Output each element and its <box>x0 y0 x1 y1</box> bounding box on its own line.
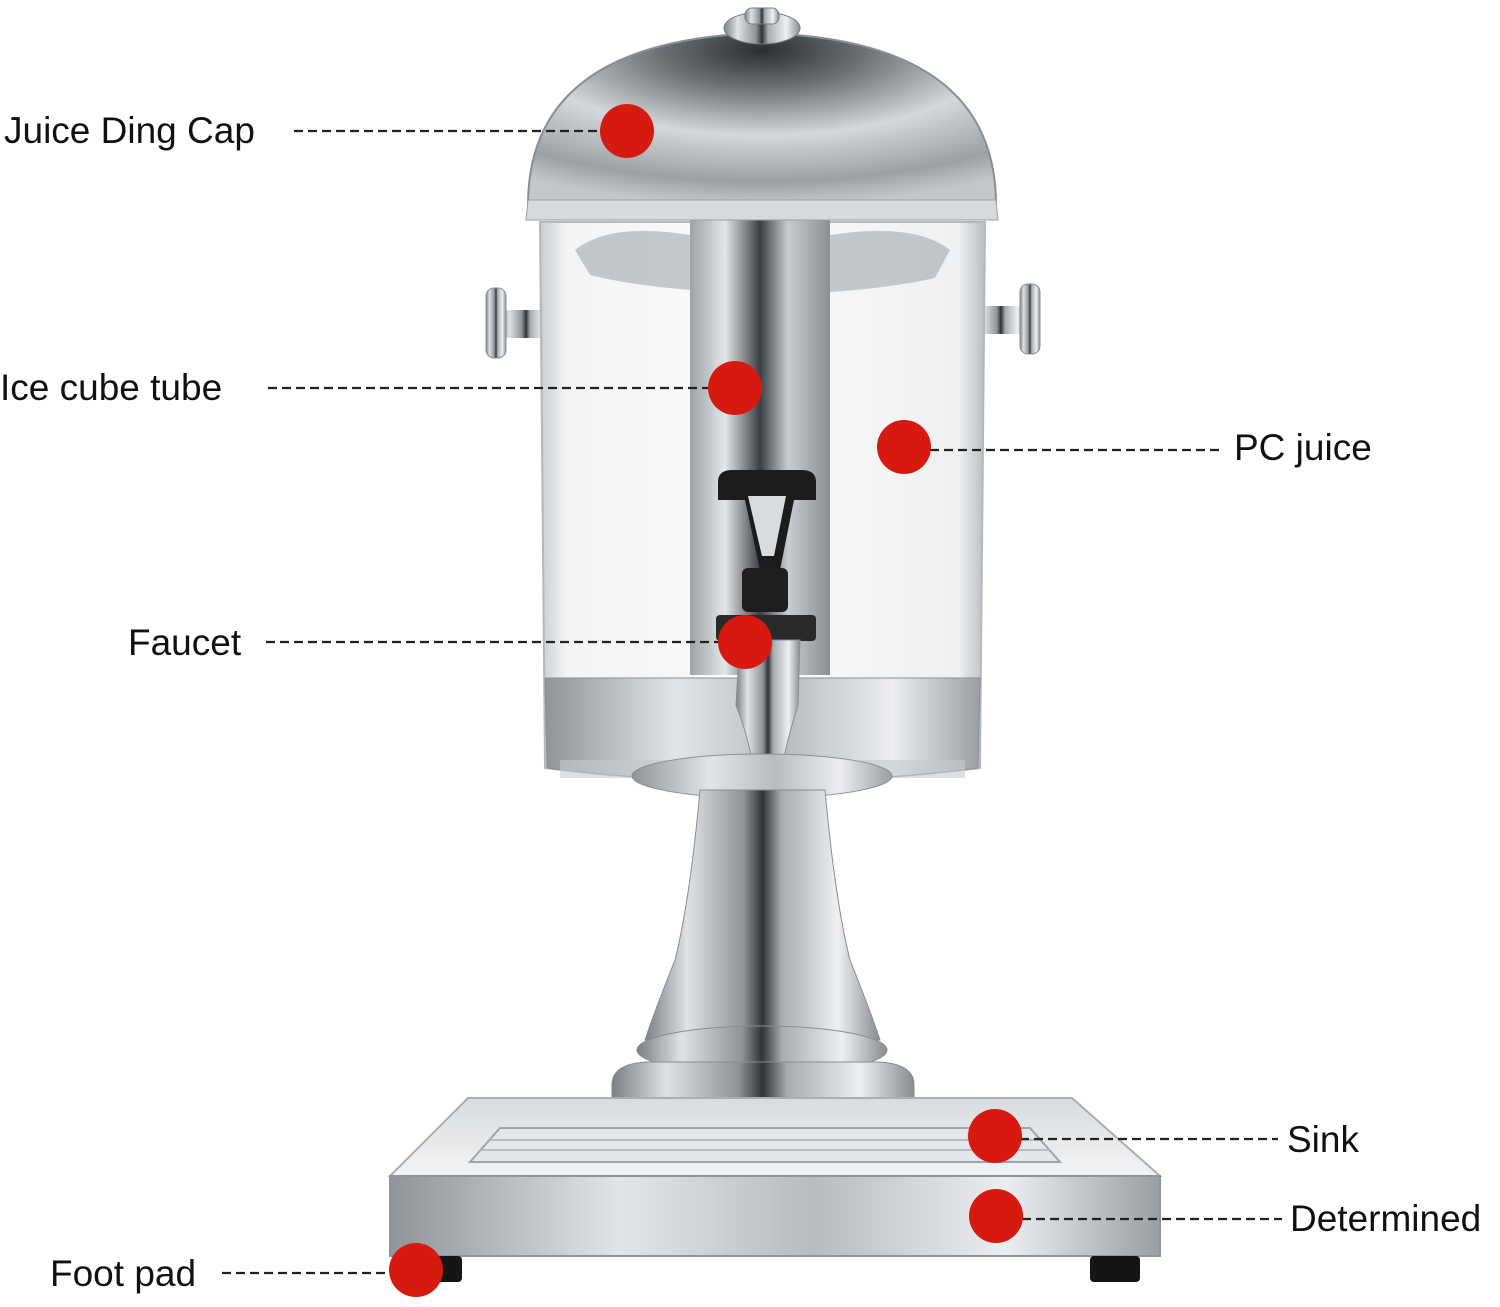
label-faucet: Faucet <box>128 622 242 663</box>
left-handle-icon <box>485 287 552 359</box>
marker-container <box>877 420 931 474</box>
markers <box>389 104 1023 1297</box>
marker-cap <box>600 104 654 158</box>
marker-determined <box>969 1189 1023 1243</box>
label-pc-juice: PC juice <box>1234 427 1372 468</box>
right-handle-icon <box>975 283 1041 355</box>
leader-lines <box>222 129 1282 1275</box>
base-tray <box>387 1097 1163 1257</box>
label-foot-pad: Foot pad <box>50 1253 197 1294</box>
label-determined: Determined <box>1290 1198 1482 1239</box>
label-ice-cube-tube: Ice cube tube <box>0 367 223 408</box>
foot-pad-right <box>1090 1256 1140 1282</box>
dome-cap <box>525 7 999 221</box>
label-sink: Sink <box>1287 1119 1359 1160</box>
marker-foot <box>389 1243 443 1297</box>
pedestal <box>644 789 881 1041</box>
marker-faucet <box>718 615 772 669</box>
label-juice-ding-cap: Juice Ding Cap <box>4 110 255 151</box>
marker-tube <box>708 361 762 415</box>
marker-sink <box>968 1109 1022 1163</box>
